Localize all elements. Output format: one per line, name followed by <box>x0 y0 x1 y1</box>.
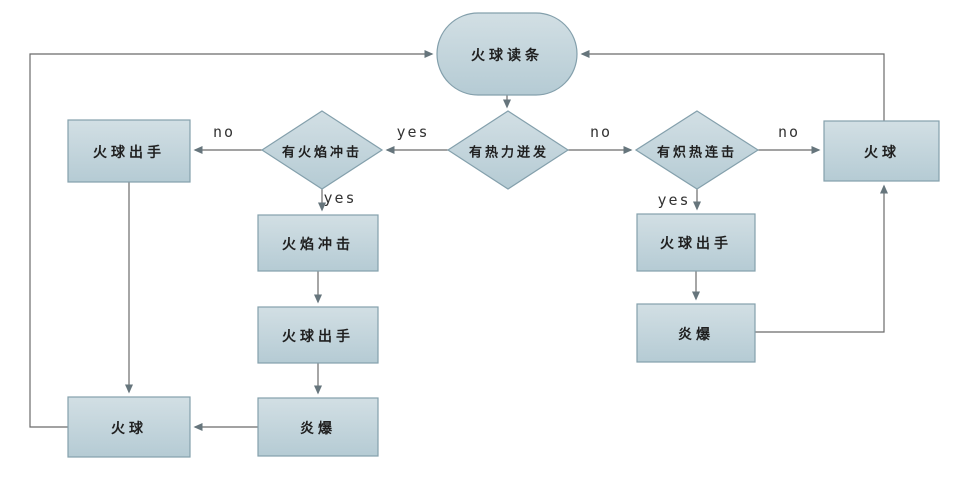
edge-label-yes-fire-blast: yes <box>323 189 357 207</box>
decision-fire-blast-shape <box>260 110 384 190</box>
edge-label-no-heat-surge: no <box>589 123 613 141</box>
process-fire-blast-shape <box>257 214 379 272</box>
terminator-fireball-cast-shape <box>436 12 578 96</box>
node-fireball-release-mid: 火球出手 <box>282 329 354 345</box>
node-fire-blast: 火焰冲击 <box>282 237 354 253</box>
edge-fireball-left-loop <box>29 50 434 428</box>
node-decision-heat-surge: 有热力迸发 <box>468 145 550 161</box>
edge-label-no-fire-blast: no <box>212 123 236 141</box>
edge-label-yes-heat-surge: yes <box>396 123 430 141</box>
node-fireball-release-right: 火球出手 <box>660 236 732 252</box>
node-fireball-right: 火球 <box>864 145 900 161</box>
node-decision-fire-blast: 有火焰冲击 <box>281 145 363 161</box>
process-right-fireball-shape <box>823 120 940 182</box>
edge-label-yes-hot-streak: yes <box>657 191 691 209</box>
decision-heat-surge-shape <box>446 110 570 190</box>
process-left-cast-shape <box>67 119 191 183</box>
node-fireball-release-left: 火球出手 <box>93 145 165 161</box>
edge-fireball-right-loop <box>580 50 885 121</box>
node-fireball-left: 火球 <box>111 421 147 437</box>
process-right-cast-shape <box>636 213 756 272</box>
process-mid-cast-shape <box>257 306 379 364</box>
node-decision-hot-streak: 有炽热连击 <box>656 145 738 161</box>
process-right-pyro-shape <box>636 303 756 363</box>
edge-rightpyro-to-fireball <box>755 184 888 333</box>
edge-label-no-hot-streak: no <box>777 123 801 141</box>
process-left-fireball-shape <box>67 396 191 458</box>
node-pyroblast-right: 炎爆 <box>678 327 714 343</box>
node-fireball-cast-bar: 火球读条 <box>471 48 543 64</box>
process-mid-pyro-shape <box>257 397 379 457</box>
node-pyroblast-mid: 炎爆 <box>300 421 336 437</box>
decision-hot-streak-shape <box>634 110 760 190</box>
